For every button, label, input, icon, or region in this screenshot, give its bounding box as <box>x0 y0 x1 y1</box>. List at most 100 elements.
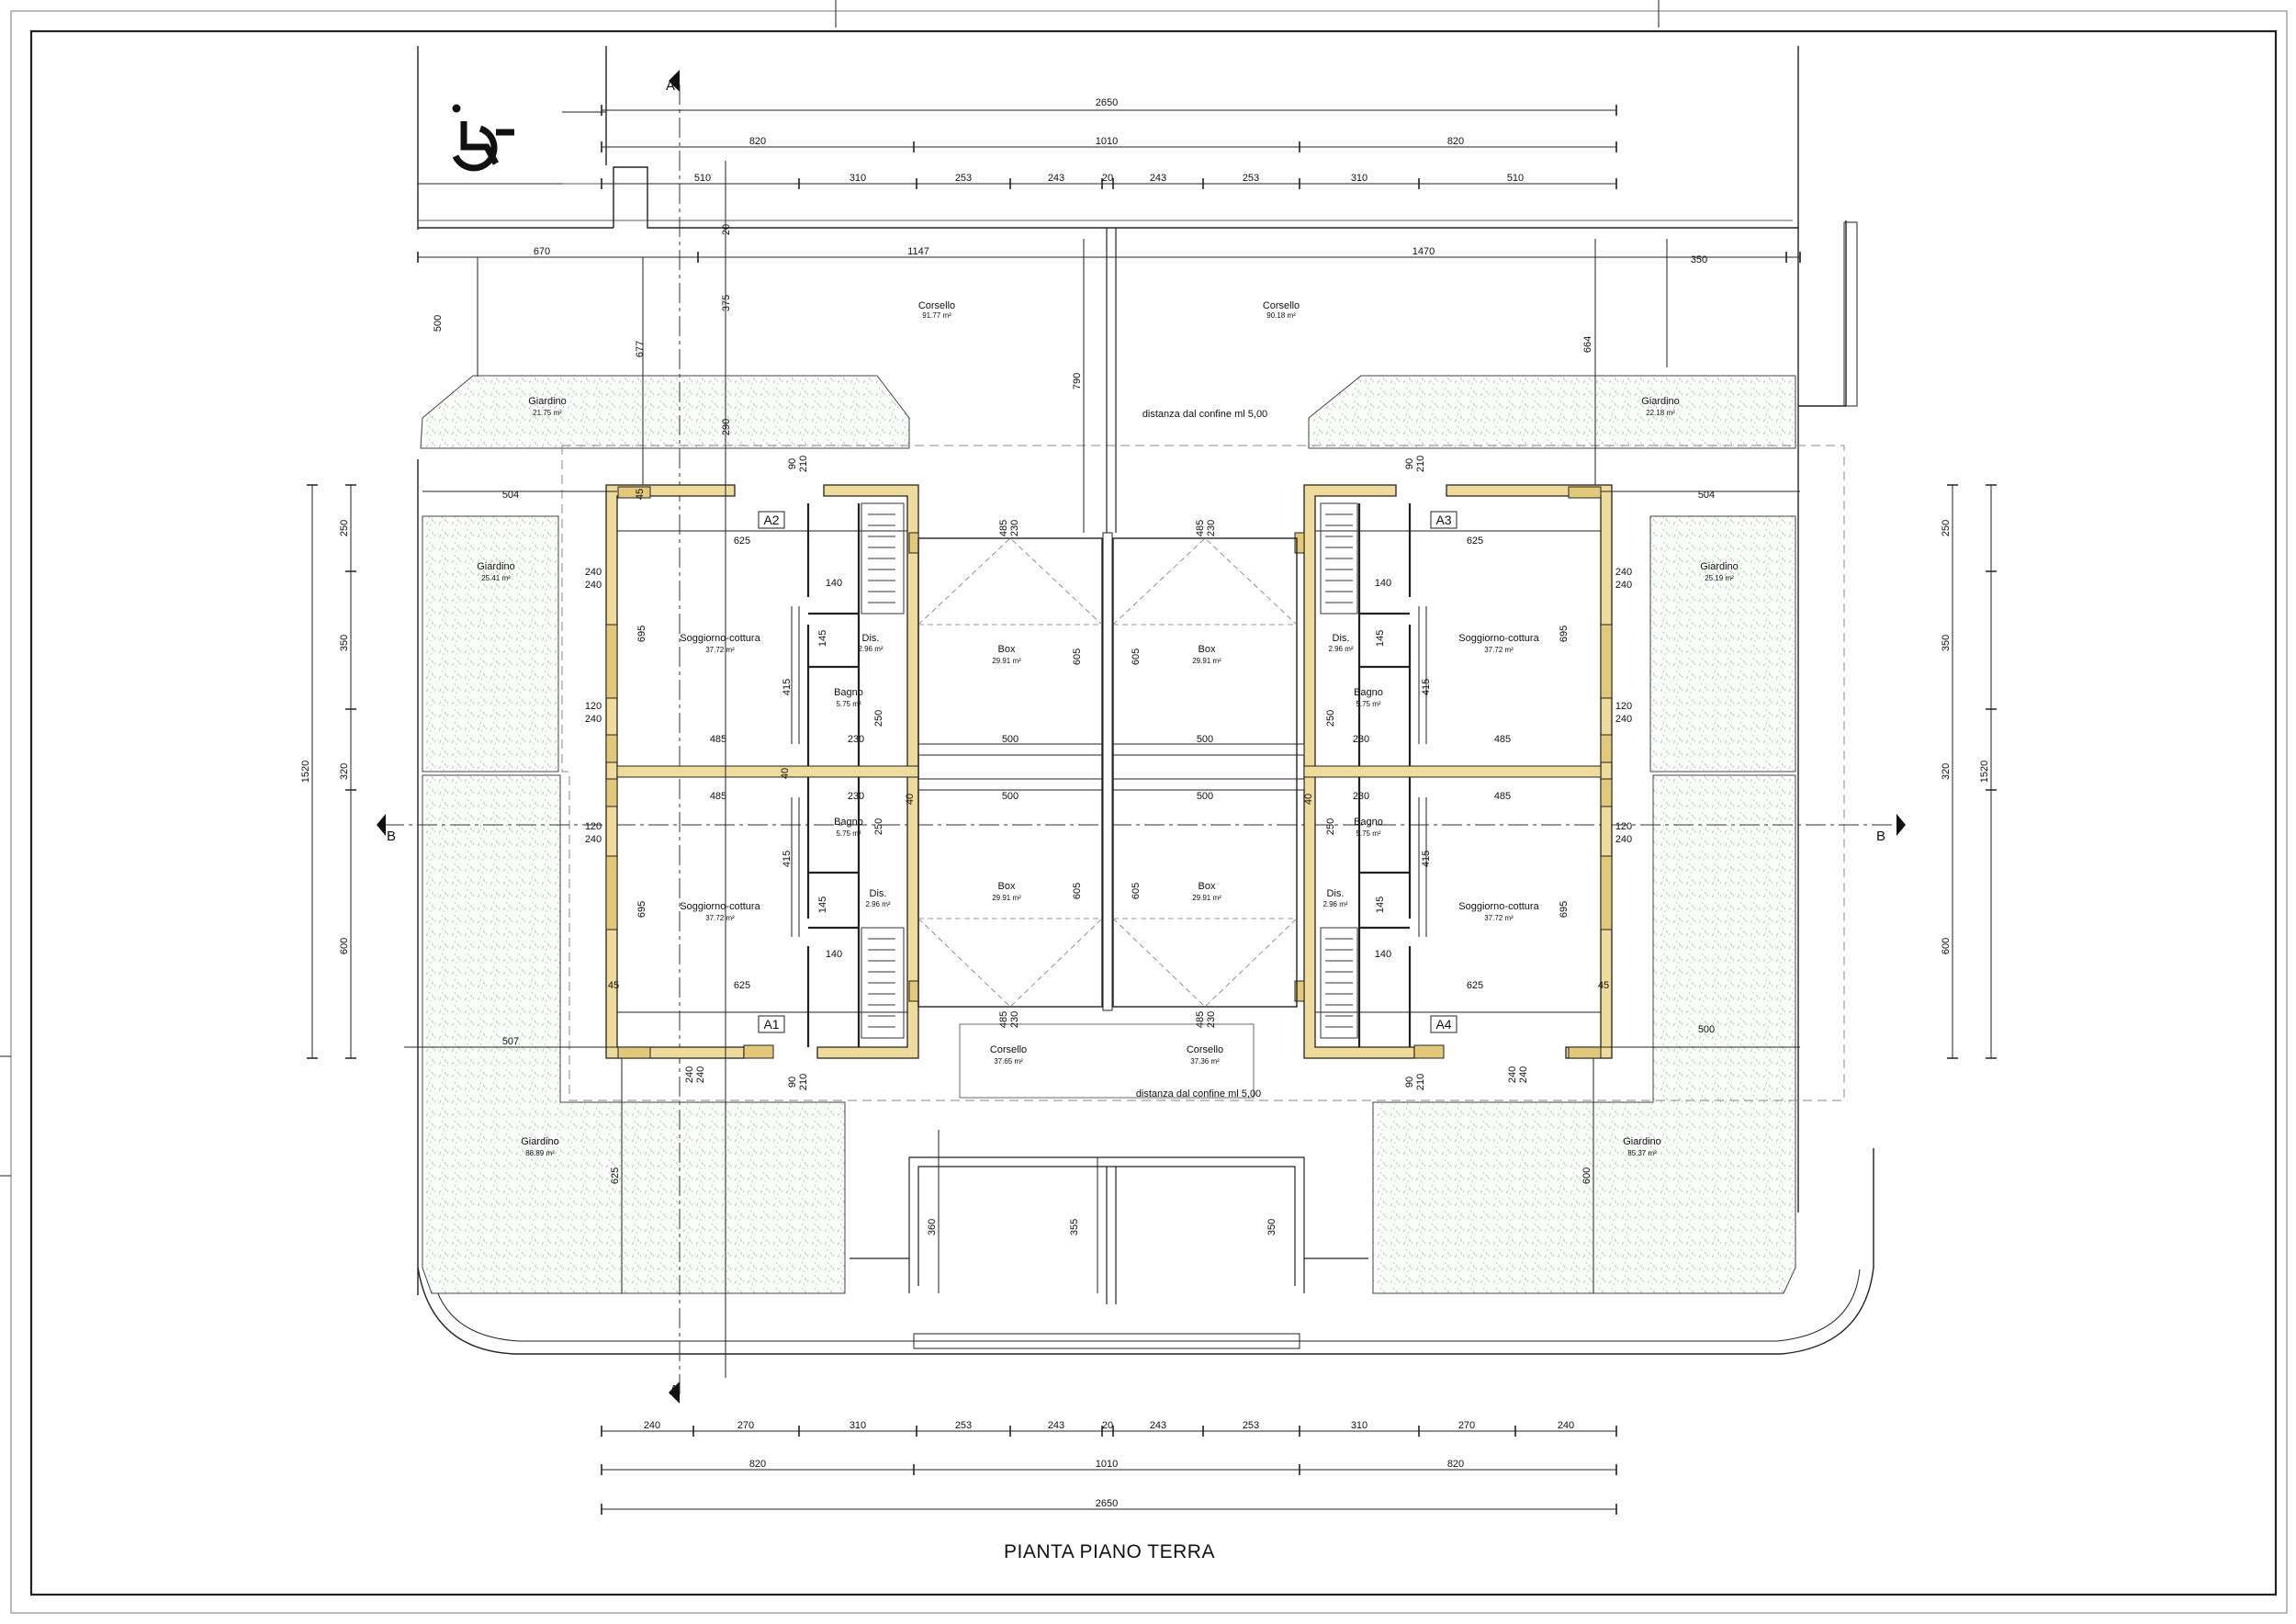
svg-text:243: 243 <box>1048 173 1064 184</box>
svg-text:240: 240 <box>1507 1066 1518 1083</box>
svg-text:Giardino: Giardino <box>1641 396 1680 407</box>
svg-text:230: 230 <box>1353 791 1369 802</box>
svg-text:145: 145 <box>817 897 828 913</box>
svg-text:500: 500 <box>1002 734 1019 745</box>
svg-text:677: 677 <box>635 341 646 357</box>
svg-text:29.91 m²: 29.91 m² <box>1192 894 1221 902</box>
svg-text:250: 250 <box>339 520 350 536</box>
svg-text:230: 230 <box>1353 734 1369 745</box>
svg-text:2.96 m²: 2.96 m² <box>858 645 883 653</box>
svg-text:120: 120 <box>585 821 602 832</box>
unit-label-a3: A3 <box>1435 513 1451 527</box>
dimension-lines <box>311 109 1992 1510</box>
svg-text:90: 90 <box>1404 458 1415 469</box>
svg-text:91.77 m²: 91.77 m² <box>922 311 951 320</box>
section-marker-a-bottom: A <box>669 1382 680 1404</box>
svg-text:Corsello: Corsello <box>990 1044 1027 1055</box>
svg-text:140: 140 <box>1375 578 1391 589</box>
svg-text:120: 120 <box>1615 821 1632 832</box>
svg-text:605: 605 <box>1072 883 1083 899</box>
svg-text:2.96 m²: 2.96 m² <box>865 900 890 908</box>
svg-text:Dis.: Dis. <box>862 633 880 644</box>
svg-text:Bagno: Bagno <box>1354 687 1383 698</box>
svg-text:29.91 m²: 29.91 m² <box>1192 657 1221 665</box>
svg-text:625: 625 <box>734 536 750 547</box>
svg-text:25.19 m²: 25.19 m² <box>1705 574 1734 582</box>
svg-text:5.75 m²: 5.75 m² <box>836 700 861 708</box>
unit-label-a4: A4 <box>1435 1017 1451 1032</box>
svg-text:230: 230 <box>1009 1011 1020 1028</box>
svg-text:270: 270 <box>737 1420 754 1431</box>
svg-text:500: 500 <box>1197 734 1213 745</box>
svg-text:820: 820 <box>1447 1459 1464 1470</box>
svg-text:250: 250 <box>1325 818 1336 835</box>
svg-text:664: 664 <box>1582 336 1593 353</box>
svg-text:1010: 1010 <box>1096 1459 1118 1470</box>
unit-a3-dimensions: 90 210 625 240 240 140 695 145 415 250 1… <box>1131 456 1632 745</box>
svg-text:253: 253 <box>955 173 972 184</box>
svg-text:500: 500 <box>1698 1024 1715 1035</box>
svg-text:250: 250 <box>873 818 884 835</box>
svg-text:37.72 m²: 37.72 m² <box>705 646 735 654</box>
svg-text:120: 120 <box>1615 701 1632 712</box>
svg-text:500: 500 <box>433 315 444 332</box>
svg-text:240: 240 <box>585 834 602 845</box>
svg-text:210: 210 <box>798 456 809 472</box>
svg-text:310: 310 <box>850 1420 866 1431</box>
svg-text:Corsello: Corsello <box>1263 300 1300 311</box>
svg-text:37.72 m²: 37.72 m² <box>1484 646 1514 654</box>
svg-text:145: 145 <box>817 630 828 647</box>
svg-text:485: 485 <box>998 1011 1009 1028</box>
svg-text:A: A <box>670 1382 679 1398</box>
svg-text:210: 210 <box>798 1074 809 1090</box>
svg-text:605: 605 <box>1072 648 1083 665</box>
svg-text:485: 485 <box>710 791 726 802</box>
garden-hatches <box>420 375 1796 1294</box>
svg-text:5.75 m²: 5.75 m² <box>1356 829 1380 838</box>
svg-text:310: 310 <box>850 173 866 184</box>
svg-text:625: 625 <box>1467 536 1483 547</box>
svg-text:45: 45 <box>635 489 646 500</box>
svg-text:1470: 1470 <box>1412 246 1435 257</box>
svg-text:1147: 1147 <box>907 246 929 257</box>
svg-text:210: 210 <box>1415 456 1426 472</box>
unit-labels: A2 A3 A1 A4 <box>758 511 1458 1033</box>
site-dimensions: 500 677 375 20 290 790 664 504 504 507 5… <box>433 224 1715 1235</box>
svg-text:230: 230 <box>1009 520 1020 536</box>
svg-text:600: 600 <box>339 938 350 954</box>
side-dimensions: 1520 250 350 320 600 1520 250 350 320 60… <box>300 520 1990 954</box>
svg-text:485: 485 <box>710 734 726 745</box>
dimension-ticks <box>307 105 1997 1515</box>
svg-text:90: 90 <box>1404 1077 1415 1088</box>
svg-text:22.18 m²: 22.18 m² <box>1646 409 1675 417</box>
svg-text:Giardino: Giardino <box>521 1136 559 1147</box>
svg-text:625: 625 <box>734 980 750 991</box>
svg-text:Corsello: Corsello <box>918 300 955 311</box>
svg-text:350: 350 <box>1266 1219 1277 1235</box>
setback-line <box>561 445 1845 1101</box>
svg-text:510: 510 <box>1507 173 1524 184</box>
svg-text:695: 695 <box>636 901 647 918</box>
svg-text:240: 240 <box>1518 1066 1529 1083</box>
svg-text:600: 600 <box>1941 938 1952 954</box>
svg-text:240: 240 <box>585 580 602 591</box>
svg-text:625: 625 <box>610 1167 621 1184</box>
svg-text:695: 695 <box>1559 901 1570 918</box>
svg-text:253: 253 <box>1243 173 1259 184</box>
svg-text:20: 20 <box>1102 173 1113 184</box>
svg-text:240: 240 <box>1615 580 1632 591</box>
svg-text:310: 310 <box>1351 173 1367 184</box>
svg-text:37.72 m²: 37.72 m² <box>1484 914 1514 922</box>
svg-text:2650: 2650 <box>1096 1498 1118 1509</box>
svg-text:20: 20 <box>721 224 732 235</box>
svg-text:Giardino: Giardino <box>528 396 567 407</box>
svg-text:37.36 m²: 37.36 m² <box>1190 1057 1220 1066</box>
svg-text:504: 504 <box>1698 490 1715 501</box>
svg-text:507: 507 <box>502 1036 519 1047</box>
svg-text:A: A <box>666 78 675 94</box>
room-labels: Corsello 91.77 m² Corsello 90.18 m² Cors… <box>477 300 1739 1157</box>
svg-text:415: 415 <box>1421 851 1432 867</box>
svg-text:355: 355 <box>1069 1219 1080 1235</box>
unit-a2-dimensions: 90 210 45 625 240 240 140 695 145 415 25… <box>585 456 1083 779</box>
